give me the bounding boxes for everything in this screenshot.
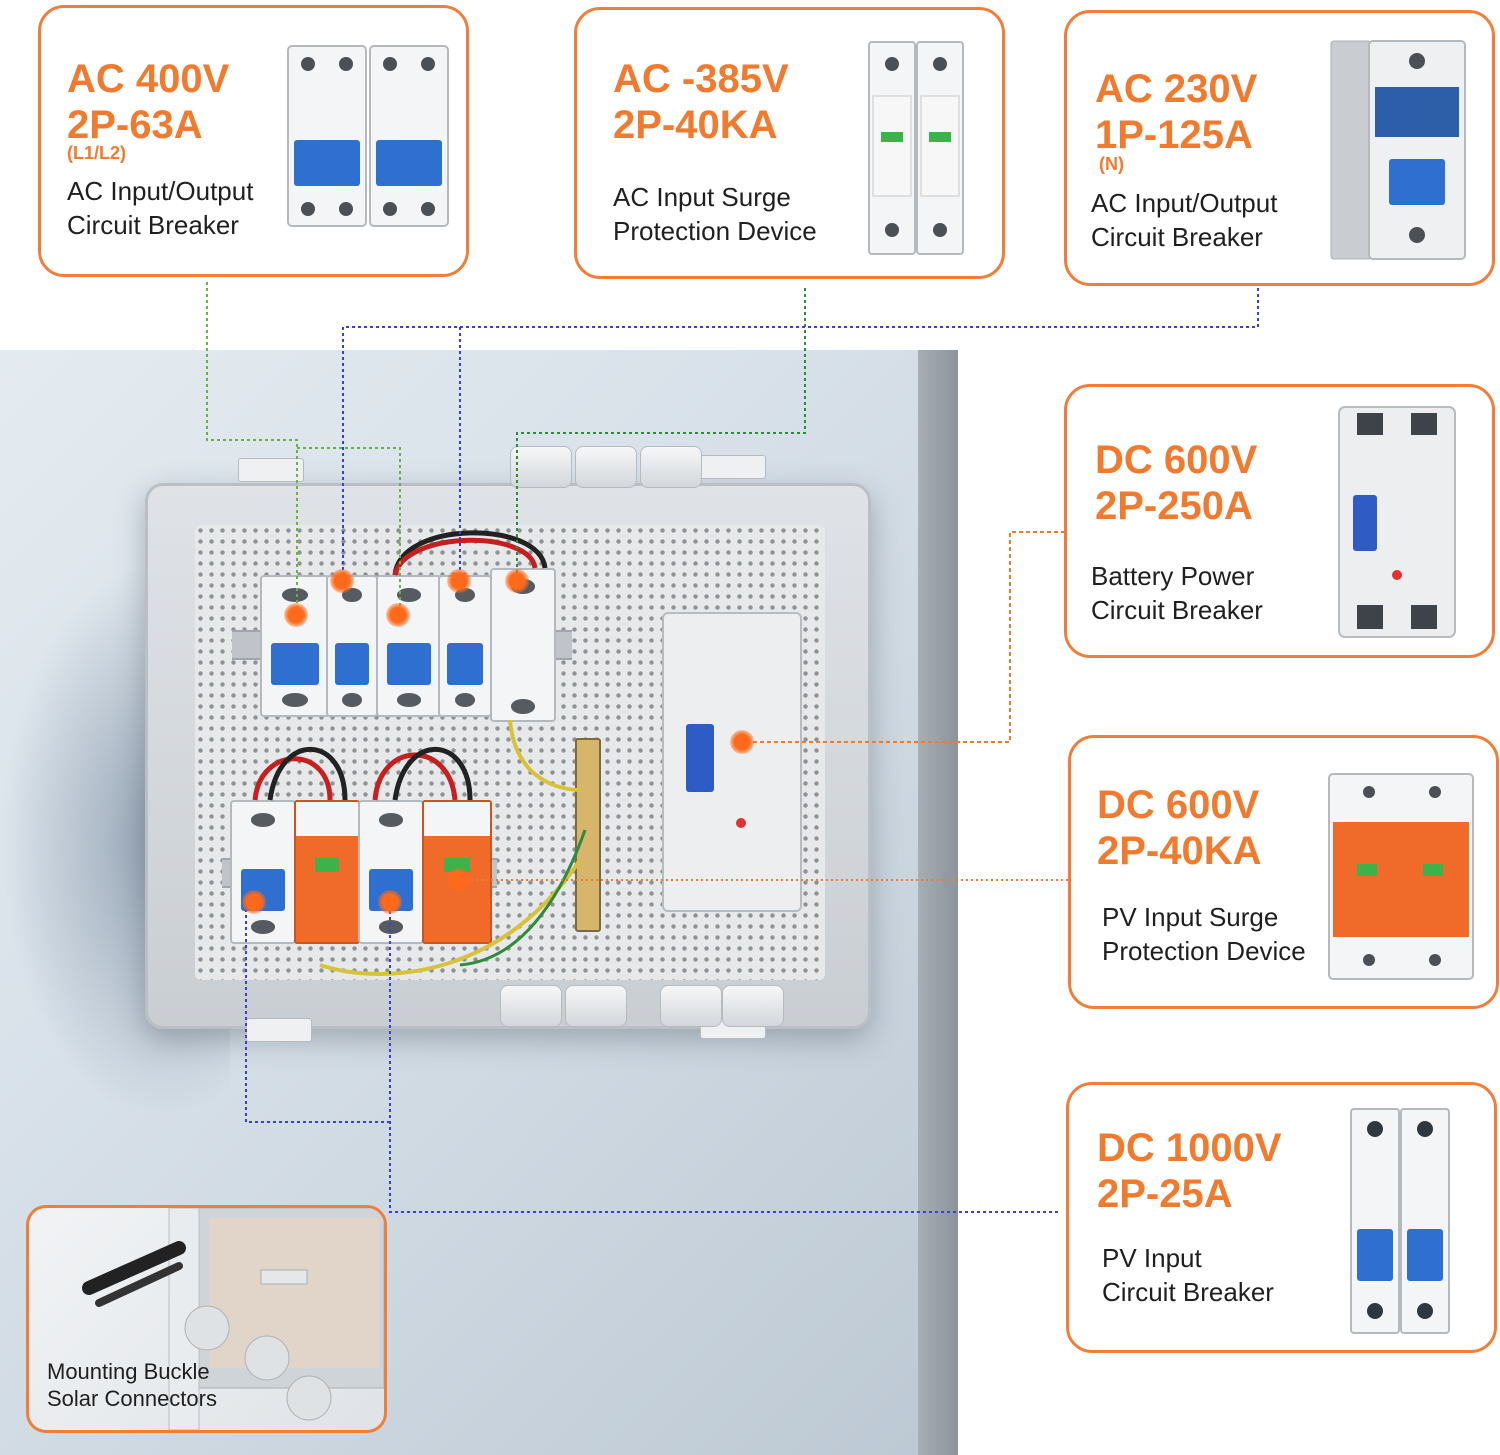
highlight-dot (386, 603, 410, 627)
spec-rating: 1P-125A (1095, 113, 1253, 157)
highlight-dot (730, 730, 754, 754)
ac-breaker-pole-circuit-breaker-icon (326, 575, 378, 717)
surge-protector-icon (1328, 773, 1474, 980)
highlight-dot (284, 603, 308, 627)
cable-gland (500, 985, 562, 1027)
spec-rating: 2P-250A (1095, 484, 1253, 528)
spec-voltage: AC 400V (67, 57, 230, 101)
cable-gland (575, 446, 637, 488)
spec-phase: (L1/L2) (67, 143, 127, 163)
pv-spd-surge-protector-icon (294, 800, 360, 944)
connector-close-up (82, 1208, 384, 1430)
cable-gland (640, 446, 702, 488)
callout-description: AC Input/Output Circuit Breaker (1091, 188, 1278, 252)
inset-description: Mounting Buckle Solar Connectors (47, 1359, 217, 1411)
spec-voltage: AC 230V (1095, 67, 1258, 111)
callout-dc1000: DC 1000V 2P-25A PV Input Circuit Breaker (1066, 1082, 1497, 1353)
highlight-dot (330, 569, 354, 593)
callout-ac230: AC 230V 1P-125A (N) AC Input/Output Circ… (1064, 10, 1495, 286)
spec-rating: 2P-25A (1097, 1172, 1233, 1216)
callout-description: PV Input Circuit Breaker (1102, 1243, 1274, 1307)
ac-breaker-63a-circuit-breaker-icon (376, 575, 442, 717)
callout-ac400: AC 400V 2P-63A (L1/L2) AC Input/Output C… (38, 5, 469, 277)
highlight-dot (446, 868, 470, 892)
circuit-breaker-icon (1350, 1108, 1450, 1334)
callout-ac385: AC -385V 2P-40KA AC Input Surge Protecti… (574, 7, 1005, 279)
highlight-dot (378, 890, 402, 914)
ground-terminal-bar (575, 738, 601, 932)
spec-voltage: DC 600V (1095, 438, 1258, 482)
spec-voltage: DC 600V (1097, 783, 1260, 827)
callout-dc600-spd: DC 600V 2P-40KA PV Input Surge Protectio… (1068, 735, 1499, 1009)
inset-mounting-connectors: Mounting Buckle Solar Connectors (26, 1205, 387, 1433)
circuit-breaker-icon (287, 45, 449, 227)
mccb-icon (1338, 406, 1456, 638)
cable-gland (510, 446, 572, 488)
highlight-dot (505, 569, 529, 593)
callout-dc600-battery: DC 600V 2P-250A Battery Power Circuit Br… (1064, 384, 1495, 658)
wall-edge (918, 350, 958, 1455)
callout-description: AC Input Surge Protection Device (613, 182, 817, 246)
spec-rating: 2P-40KA (613, 103, 778, 147)
callout-description: AC Input/Output Circuit Breaker (67, 176, 254, 240)
spec-voltage: AC -385V (613, 57, 789, 101)
surge-protector-icon (868, 41, 964, 255)
cable-gland (565, 985, 627, 1027)
cable-gland (722, 985, 784, 1027)
battery-mccb-icon (662, 612, 802, 912)
spec-rating: 2P-63A (67, 103, 203, 147)
spec-voltage: DC 1000V (1097, 1126, 1282, 1170)
highlight-dot (242, 890, 266, 914)
callout-description: Battery Power Circuit Breaker (1091, 561, 1263, 625)
highlight-dot (447, 569, 471, 593)
mounting-buckle-top-left (238, 458, 304, 482)
spec-rating: 2P-40KA (1097, 829, 1262, 873)
ac-spd-surge-protector-icon (490, 568, 556, 722)
spec-phase: (N) (1099, 154, 1124, 174)
callout-description: PV Input Surge Protection Device (1102, 902, 1306, 966)
circuit-breaker-icon (1330, 40, 1466, 260)
cable-gland (660, 985, 722, 1027)
